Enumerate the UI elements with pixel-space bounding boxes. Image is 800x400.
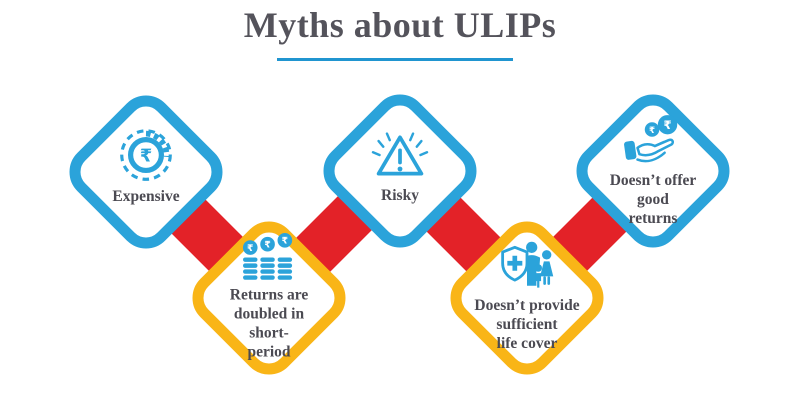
svg-text:₹: ₹ xyxy=(649,126,655,136)
myth-item-expensive: ₹ Expensive xyxy=(71,127,221,207)
myth-item-life-cover: Doesn’t provide sufficient life cover xyxy=(452,238,602,354)
svg-text:₹: ₹ xyxy=(282,237,288,247)
rupee-coin-icon: ₹ xyxy=(120,129,172,181)
myth-item-risky: Risky xyxy=(325,128,475,206)
myth-item-returns-doubled: ₹ ₹ ₹ Returns are doubled in short- peri… xyxy=(194,232,344,363)
myth-label: Expensive xyxy=(112,188,180,206)
svg-text:₹: ₹ xyxy=(663,118,671,132)
svg-text:₹: ₹ xyxy=(264,241,270,251)
myth-label: Doesn’t provide sufficient life cover xyxy=(474,297,580,352)
myth-item-good-returns: ₹ ₹ Doesn’t offer good returns xyxy=(578,115,728,229)
svg-text:₹: ₹ xyxy=(247,244,253,254)
page-title: Myths about ULIPs xyxy=(243,5,557,45)
shield-family-icon xyxy=(501,241,554,288)
title-underline xyxy=(277,58,513,61)
myth-label: Risky xyxy=(381,187,419,205)
hand-coins-icon: ₹ ₹ xyxy=(624,115,678,163)
coin-stacks-icon: ₹ ₹ ₹ xyxy=(242,233,293,280)
warning-triangle-icon xyxy=(371,132,429,176)
myth-label: Doesn’t offer good returns xyxy=(609,172,697,227)
svg-text:₹: ₹ xyxy=(140,147,152,167)
myth-label: Returns are doubled in short- period xyxy=(229,286,309,361)
